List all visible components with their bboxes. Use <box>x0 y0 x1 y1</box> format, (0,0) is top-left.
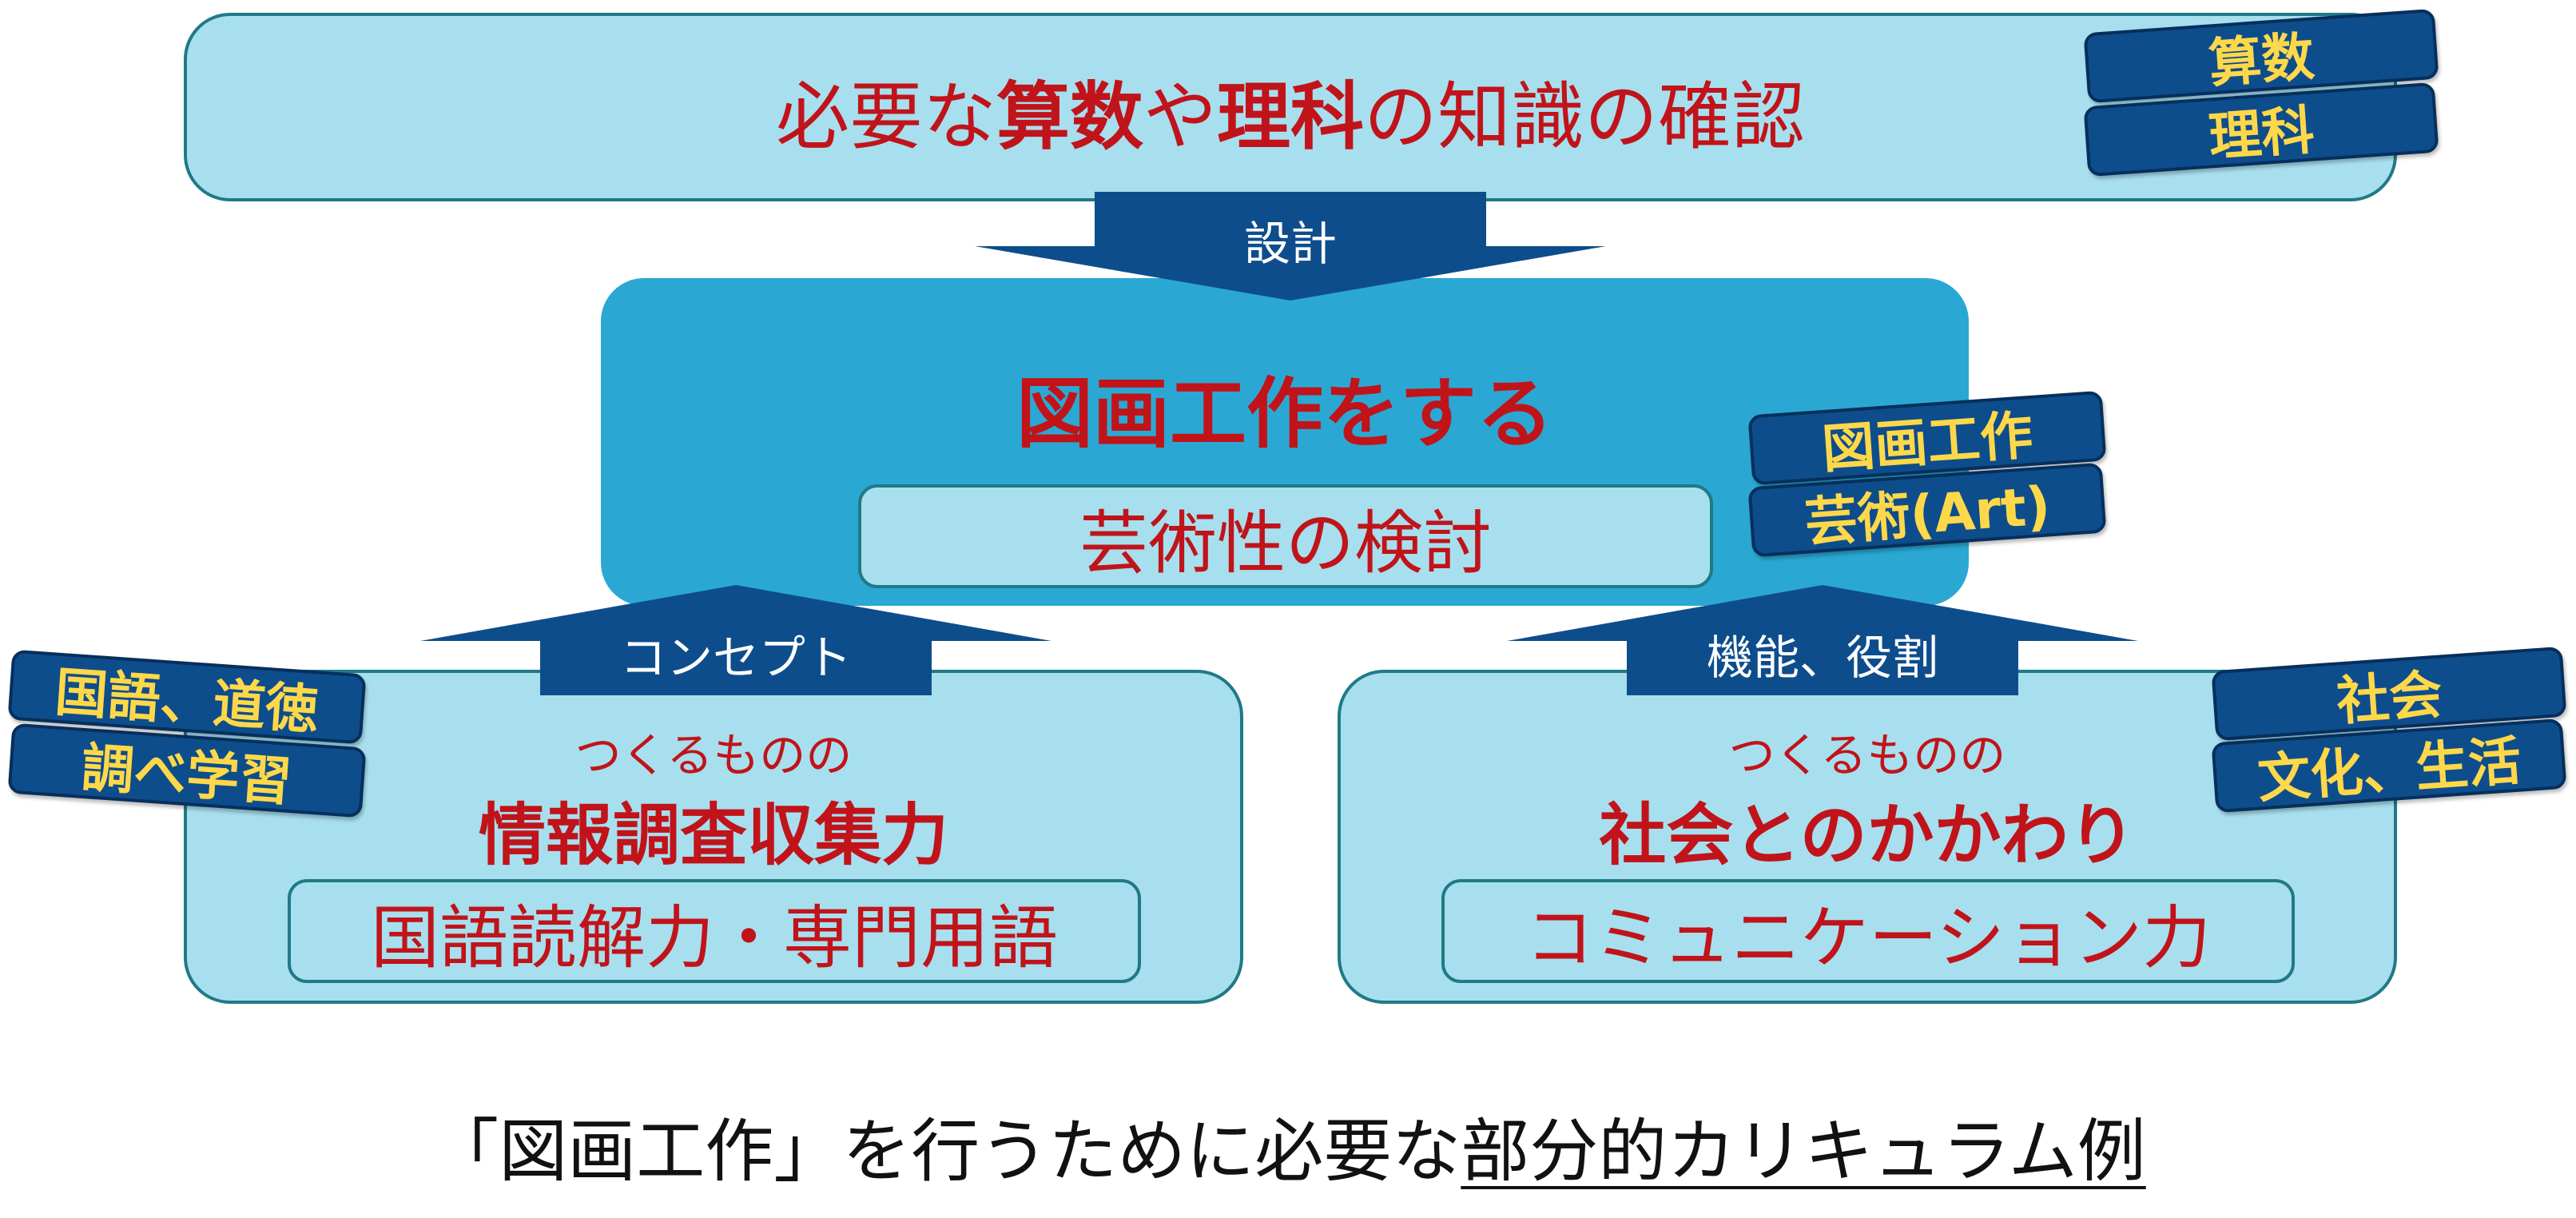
right-inner-box: コミュニケーション力 <box>1441 879 2295 983</box>
right-subtitle: つくるものの <box>1728 728 2006 782</box>
top-text-mid: や <box>1143 74 1217 160</box>
function-arrow-label: 機能、役割 <box>1706 631 1938 685</box>
right-inner-text: コミュニケーション力 <box>1525 898 2212 978</box>
design-arrow-label: 設計 <box>1243 217 1337 271</box>
concept-arrow <box>420 585 1051 695</box>
center-inner-text: 芸術性の検討 <box>1079 503 1492 583</box>
left-inner-box: 国語読解力・専門用語 <box>288 879 1141 983</box>
caption-main: 「図画工作」を行うために必要な <box>430 1112 1461 1192</box>
center-title: 図画工作をする <box>1016 369 1553 459</box>
center-inner-box: 芸術性の検討 <box>858 484 1713 588</box>
caption-underlined: 部分的カリキュラム例 <box>1461 1112 2146 1192</box>
concept-arrow-label: コンセプト <box>619 631 852 685</box>
top-box-text: 必要な算数や理科の知識の確認 <box>184 58 2397 164</box>
top-text-post: の知識の確認 <box>1364 74 1806 160</box>
function-arrow <box>1507 585 2138 695</box>
top-box <box>184 13 2397 201</box>
left-title: 情報調査収集力 <box>478 796 948 874</box>
top-text-bold-math: 算数 <box>996 74 1143 160</box>
top-text-pre: 必要な <box>775 74 996 160</box>
figure-caption: 「図画工作」を行うために必要な部分的カリキュラム例 <box>0 1095 2576 1195</box>
left-subtitle: つくるものの <box>574 728 853 782</box>
design-arrow <box>975 192 1606 301</box>
right-title: 社会とのかかわり <box>1599 796 2136 874</box>
top-text-bold-science: 理科 <box>1217 74 1365 160</box>
left-inner-text: 国語読解力・専門用語 <box>371 898 1058 978</box>
